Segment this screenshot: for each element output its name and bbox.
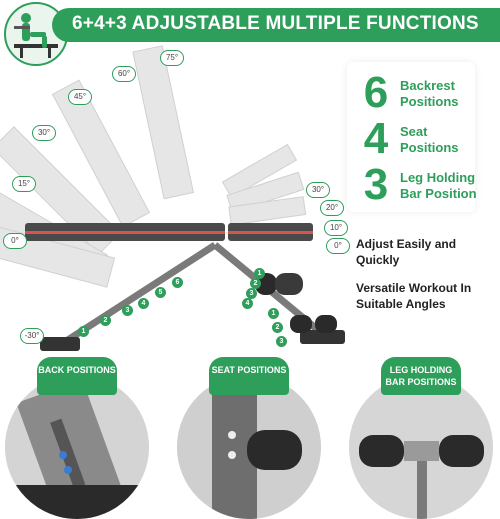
leg-positions-label: LEG HOLDING BAR POSITIONS [381, 357, 461, 395]
feature-line1: Backrest [400, 78, 455, 93]
feature-number: 4 [363, 114, 389, 163]
seat-marker-2: 2 [250, 278, 261, 289]
angle-back-60: 60° [112, 66, 136, 82]
back-marker-4: 4 [138, 298, 149, 309]
feature-number: 6 [363, 68, 389, 117]
angle-seat-10: 10° [324, 220, 348, 236]
feature-number: 3 [363, 160, 389, 209]
feature-line1: Seat [400, 124, 428, 139]
leg-marker-2: 2 [272, 322, 283, 333]
person-on-bench-icon [14, 13, 58, 58]
bench-illustration [0, 45, 345, 351]
angle-seat-0: 0° [326, 238, 350, 254]
seat-positions-panel: SEAT POSITIONS [174, 355, 324, 519]
versatile-note: Versatile Workout In Suitable Angles [356, 281, 472, 311]
back-positions-label: BACK POSITIONS [37, 357, 117, 395]
angle-seat-30: 30° [306, 182, 330, 198]
back-marker-2: 2 [100, 315, 111, 326]
back-marker-6: 6 [172, 277, 183, 288]
feature-text: Backrest Positions [400, 78, 500, 110]
feature-line2: Positions [400, 94, 459, 109]
seat-marker-1: 1 [254, 268, 265, 279]
feature-line2: Positions [400, 140, 459, 155]
header-banner [52, 8, 500, 42]
feature-text: Leg Holding Bar Position [400, 170, 500, 202]
angle-back-30: 30° [32, 125, 56, 141]
page-title: 6+4+3 ADJUSTABLE MULTIPLE FUNCTIONS [72, 13, 479, 34]
back-marker-1: 1 [78, 326, 89, 337]
leg-bar-image [349, 375, 493, 519]
adjust-note: Adjust Easily and Quickly [356, 237, 457, 267]
features-panel [347, 62, 475, 212]
back-positions-photo [5, 375, 149, 519]
angle-back-75: 75° [160, 50, 184, 66]
angle-back-15: 15° [12, 176, 36, 192]
seat-marker-3: 3 [246, 288, 257, 299]
angle-back-neg30: -30° [20, 328, 44, 344]
angle-back-0: 0° [3, 233, 27, 249]
leg-marker-1: 1 [268, 308, 279, 319]
back-positions-panel: BACK POSITIONS [2, 355, 152, 519]
leg-marker-3: 3 [276, 336, 287, 347]
seat-adjuster-image [177, 375, 321, 519]
back-adjuster-image [5, 375, 149, 519]
feature-line1: Leg Holding [400, 170, 476, 185]
seat-marker-4: 4 [242, 298, 253, 309]
back-marker-3: 3 [122, 305, 133, 316]
feature-text: Seat Positions [400, 124, 500, 156]
back-marker-5: 5 [155, 287, 166, 298]
angle-back-45: 45° [68, 89, 92, 105]
seat-positions-photo [177, 375, 321, 519]
angle-seat-20: 20° [320, 200, 344, 216]
leg-positions-panel: LEG HOLDING BAR POSITIONS [346, 355, 496, 519]
leg-positions-photo [349, 375, 493, 519]
seat-positions-label: SEAT POSITIONS [209, 357, 289, 395]
feature-line2: Bar Position [400, 186, 477, 201]
bench-diagram [0, 45, 350, 365]
